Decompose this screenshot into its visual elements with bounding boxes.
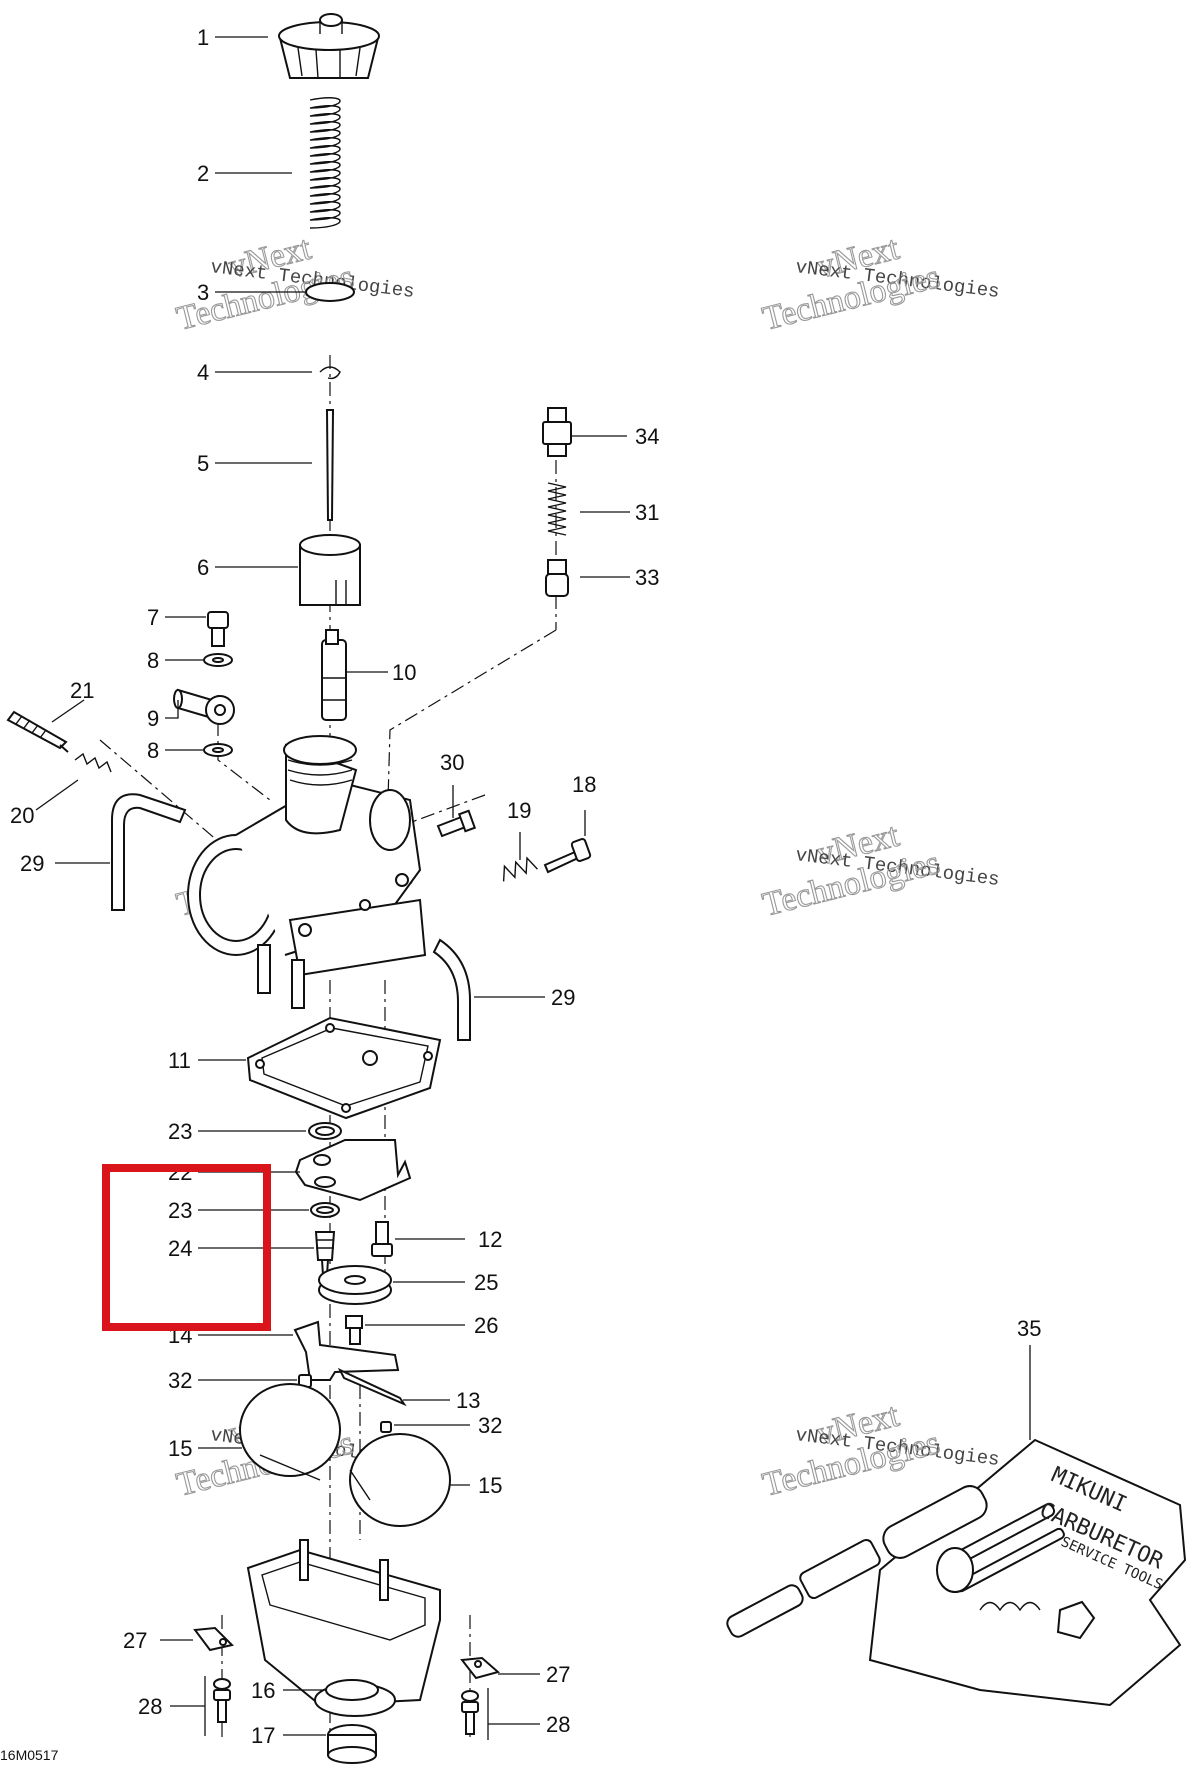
part-bowl-clip-right bbox=[460, 1656, 501, 1680]
watermark-middle-right: vNext vNext Technologies Technologies bbox=[758, 816, 1000, 924]
part-float-pin bbox=[337, 1367, 407, 1407]
watermark-top-right: vNext vNext Technologies Technologies bbox=[758, 229, 1000, 338]
part-vent-hose-right bbox=[432, 938, 471, 1041]
callout-2: 2 bbox=[197, 161, 209, 186]
part-spring-seat bbox=[305, 282, 355, 302]
callout-5: 5 bbox=[197, 451, 209, 476]
callout-31: 31 bbox=[635, 500, 659, 525]
part-baffle bbox=[318, 1265, 392, 1305]
part-cable-spring bbox=[547, 482, 567, 536]
part-needle-jet bbox=[321, 629, 347, 721]
part-drain-plug-gasket bbox=[325, 1679, 379, 1701]
drawing-reference-code: 16M0517 bbox=[0, 1747, 59, 1763]
callout-29-left: 29 bbox=[20, 851, 44, 876]
part-spring bbox=[309, 97, 341, 229]
part-float-bowl-gasket bbox=[246, 1016, 442, 1120]
part-screw-small-right bbox=[380, 1421, 392, 1433]
part-float-left bbox=[239, 1383, 341, 1481]
highlight-box bbox=[102, 1164, 271, 1331]
callout-32-right: 32 bbox=[478, 1413, 502, 1438]
callout-12: 12 bbox=[478, 1227, 502, 1252]
part-cable-adjuster bbox=[542, 407, 572, 457]
part-main-jet bbox=[345, 1315, 363, 1345]
callout-3: 3 bbox=[197, 280, 209, 305]
callout-30: 30 bbox=[440, 750, 464, 775]
callout-26: 26 bbox=[474, 1313, 498, 1338]
part-idle-screw bbox=[543, 838, 592, 874]
part-carburetor-body bbox=[187, 735, 427, 1009]
part-cap bbox=[278, 13, 380, 79]
callout-20: 20 bbox=[10, 803, 34, 828]
part-float-arm bbox=[293, 1320, 400, 1381]
callout-6: 6 bbox=[197, 555, 209, 580]
callout-15-left: 15 bbox=[168, 1436, 192, 1461]
part-banjo-fitting bbox=[173, 688, 235, 725]
part-drain-plug bbox=[327, 1724, 377, 1764]
callout-23-lower: 23 bbox=[168, 1198, 192, 1223]
part-cable-sleeve bbox=[545, 559, 569, 597]
callout-18: 18 bbox=[572, 772, 596, 797]
callout-labels: 1 2 3 4 5 6 7 8 9 8 21 20 29 10 34 31 33… bbox=[10, 25, 1041, 1748]
part-service-tool-kit: MIKUNI CARBURETOR SERVICE TOOLS bbox=[726, 1438, 1187, 1707]
part-o-ring-lower bbox=[310, 1202, 340, 1218]
callout-28-left: 28 bbox=[138, 1694, 162, 1719]
callout-9: 9 bbox=[147, 706, 159, 731]
callout-23-upper: 23 bbox=[168, 1119, 192, 1144]
callout-22: 22 bbox=[168, 1160, 192, 1185]
callout-27-left: 27 bbox=[123, 1628, 147, 1653]
callout-17: 17 bbox=[251, 1723, 275, 1748]
callout-19: 19 bbox=[507, 798, 531, 823]
part-bowl-clip-left bbox=[193, 1626, 234, 1652]
part-air-screw bbox=[6, 710, 69, 753]
callout-10: 10 bbox=[392, 660, 416, 685]
part-throttle-valve bbox=[299, 534, 361, 606]
callout-29-right: 29 bbox=[551, 985, 575, 1010]
part-stop-screw-spring bbox=[502, 856, 538, 882]
watermark-top-left: vNext vNext Technologies Technologies bbox=[172, 229, 415, 338]
callout-13: 13 bbox=[456, 1388, 480, 1413]
part-jet-needle bbox=[325, 409, 335, 521]
callout-21: 21 bbox=[70, 678, 94, 703]
part-washer-lower bbox=[203, 743, 233, 757]
part-bowl-screw-left bbox=[213, 1678, 231, 1723]
part-float-right bbox=[349, 1433, 451, 1527]
part-washer-upper bbox=[203, 653, 233, 667]
part-air-screw-spring bbox=[74, 752, 112, 773]
part-vent-hose-left bbox=[111, 793, 187, 911]
callout-4: 4 bbox=[197, 360, 209, 385]
part-float-bowl bbox=[246, 1539, 441, 1717]
callout-34: 34 bbox=[635, 424, 659, 449]
part-e-clip bbox=[319, 366, 341, 380]
callout-33: 33 bbox=[635, 565, 659, 590]
callout-24: 24 bbox=[168, 1236, 192, 1261]
callout-11: 11 bbox=[168, 1048, 191, 1073]
callout-35: 35 bbox=[1017, 1316, 1041, 1341]
callout-15-right: 15 bbox=[478, 1473, 502, 1498]
callout-7: 7 bbox=[147, 605, 159, 630]
part-bowl-screw-right bbox=[461, 1690, 479, 1735]
callout-32-left: 32 bbox=[168, 1368, 192, 1393]
part-pilot-jet bbox=[371, 1221, 393, 1257]
callout-1: 1 bbox=[197, 25, 209, 50]
part-o-ring-upper bbox=[308, 1122, 342, 1140]
callout-28-right: 28 bbox=[546, 1712, 570, 1737]
part-float-plate bbox=[294, 1139, 412, 1202]
part-banjo-bolt bbox=[207, 611, 229, 647]
part-throttle-stop-screw bbox=[436, 809, 477, 838]
callout-27-right: 27 bbox=[546, 1662, 570, 1687]
callout-25: 25 bbox=[474, 1270, 498, 1295]
callout-16: 16 bbox=[251, 1678, 275, 1703]
callout-8-upper: 8 bbox=[147, 648, 159, 673]
callout-8-lower: 8 bbox=[147, 738, 159, 763]
